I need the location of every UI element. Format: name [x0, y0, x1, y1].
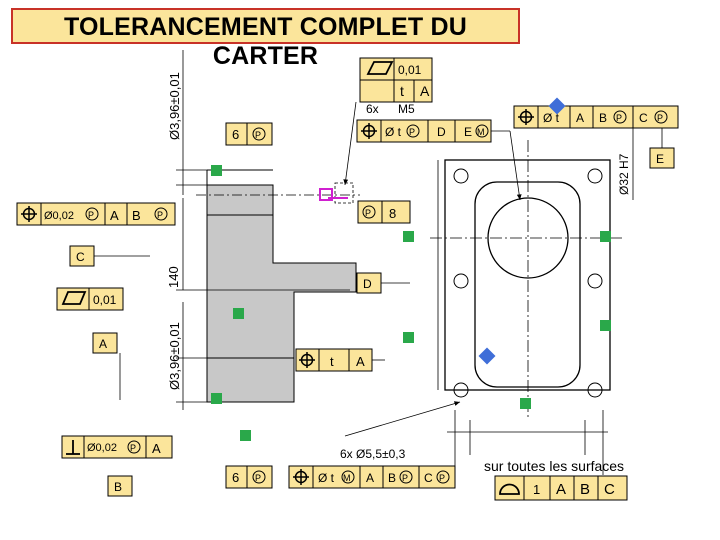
svg-text:C: C — [424, 471, 433, 485]
svg-text:B: B — [132, 208, 141, 223]
svg-text:B: B — [388, 471, 396, 485]
svg-text:E: E — [656, 152, 664, 166]
dimension-396-left: Ø3,96±0,01 — [167, 302, 207, 410]
svg-text:P: P — [130, 443, 136, 453]
title-box: TOLERANCEMENT COMPLET DU CARTER — [11, 8, 520, 70]
svg-text:Ø t: Ø t — [543, 111, 560, 125]
svg-text:A: A — [420, 83, 430, 99]
svg-text:t: t — [330, 354, 334, 369]
svg-text:A: A — [576, 111, 584, 125]
fcf-six-p-bottom: 6 P — [225, 465, 273, 489]
svg-text:6: 6 — [232, 470, 239, 485]
svg-text:D: D — [437, 125, 446, 139]
svg-text:E: E — [464, 125, 472, 139]
dimension-140: 140 — [166, 198, 350, 291]
datum-e: E — [649, 128, 675, 169]
svg-text:B: B — [599, 111, 607, 125]
svg-text:C: C — [639, 111, 648, 125]
svg-text:P: P — [402, 473, 408, 483]
dimension-396-left-label: Ø3,96±0,01 — [167, 322, 182, 390]
front-view — [430, 140, 625, 475]
datum-b: B — [107, 475, 133, 497]
svg-text:Ø t: Ø t — [318, 471, 335, 485]
svg-text:P: P — [157, 210, 163, 220]
fcf-position-holes: Ø t M A B P C P — [288, 465, 456, 489]
svg-text:0,01: 0,01 — [93, 293, 117, 307]
position-icon — [518, 109, 534, 125]
profile-icon — [499, 483, 520, 495]
part-body — [206, 184, 357, 403]
fcf-six-p-top: 6 P — [225, 122, 273, 146]
green-markers — [211, 165, 611, 441]
flatness-icon — [366, 61, 394, 75]
svg-text:C: C — [76, 250, 85, 264]
blue-markers — [478, 97, 566, 365]
datum-d: D — [356, 272, 382, 294]
svg-text:A: A — [99, 337, 107, 351]
position-icon — [299, 352, 315, 368]
flatness-icon — [61, 291, 87, 305]
svg-text:P: P — [365, 208, 371, 218]
svg-text:P: P — [616, 113, 622, 123]
fcf-position-bore: Ø t A B P C P — [513, 105, 679, 129]
svg-text:P: P — [88, 210, 94, 220]
svg-text:P: P — [409, 127, 415, 137]
position-icon — [361, 123, 377, 139]
side-view — [196, 169, 360, 403]
svg-text:B: B — [580, 481, 590, 498]
svg-text:P: P — [255, 130, 261, 140]
svg-text:6: 6 — [232, 127, 239, 142]
hole-spec-label: 6x Ø5,5±0,3 — [340, 447, 406, 461]
fcf-flatness-top: 0,01 t A — [359, 57, 433, 103]
fcf-profile: 1 A B C — [494, 475, 628, 501]
svg-text:P: P — [439, 473, 445, 483]
fcf-perp-bottom: Ø0,02 P A — [61, 435, 173, 459]
page-title: TOLERANCEMENT COMPLET DU CARTER — [64, 13, 467, 70]
dimension-396-label: Ø3,96±0,01 — [167, 72, 182, 140]
svg-text:Ø0,02: Ø0,02 — [87, 442, 117, 454]
fcf-position-m5: Ø t P D E M — [356, 119, 492, 143]
svg-text:0,01: 0,01 — [398, 63, 422, 77]
dimension-396-top: Ø3,96±0,01 — [167, 50, 207, 195]
fcf-position-middle: t A — [295, 348, 373, 372]
svg-text:M: M — [343, 473, 351, 483]
perpendicularity-icon — [66, 440, 80, 455]
m5-label: M5 — [398, 102, 415, 116]
datum-a: A — [92, 332, 118, 354]
datum-c: C — [69, 245, 150, 267]
svg-text:8: 8 — [389, 206, 396, 221]
position-icon — [293, 469, 309, 485]
svg-text:Ø0,02: Ø0,02 — [44, 210, 74, 222]
svg-text:1: 1 — [533, 482, 540, 497]
svg-text:P: P — [255, 473, 261, 483]
svg-text:M: M — [477, 127, 485, 137]
six-x-label: 6x — [366, 102, 379, 116]
fcf-flatness-left: 0,01 — [56, 287, 124, 311]
svg-text:A: A — [152, 441, 161, 456]
dimension-32h7-label: Ø32 H7 — [617, 153, 631, 195]
svg-text:A: A — [110, 208, 119, 223]
fcf-p-eight: P 8 — [357, 200, 411, 224]
svg-text:P: P — [657, 113, 663, 123]
svg-text:Ø t: Ø t — [385, 125, 402, 139]
dimension-140-label: 140 — [166, 266, 181, 288]
svg-text:A: A — [556, 481, 566, 498]
leader-lines — [119, 101, 522, 437]
position-icon — [21, 206, 37, 222]
fcf-perp-left: Ø0,02 P A B P — [16, 202, 176, 226]
svg-text:A: A — [366, 471, 374, 485]
surface-note: sur toutes les surfaces — [484, 458, 624, 474]
svg-text:D: D — [363, 277, 372, 291]
svg-text:C: C — [604, 481, 615, 498]
svg-text:B: B — [114, 480, 122, 494]
svg-text:A: A — [356, 354, 365, 369]
svg-text:t: t — [400, 83, 404, 99]
